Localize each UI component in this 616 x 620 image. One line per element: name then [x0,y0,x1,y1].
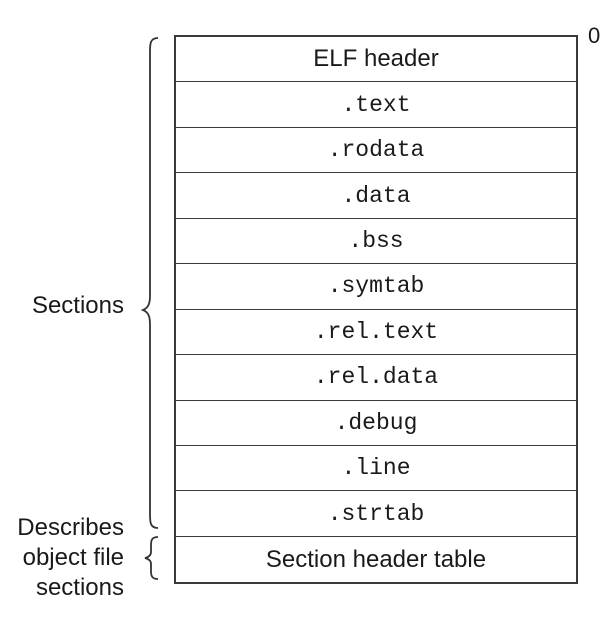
row-strtab: .strtab [176,491,576,537]
row-symtab: .symtab [176,264,576,310]
offset-zero-label: 0 [588,23,601,48]
row-bss: .bss [176,219,576,265]
row-elf-header: ELF header [176,37,576,83]
row-data: .data [176,173,576,219]
describes-line-1: Describes [17,514,124,541]
row-line: .line [176,446,576,492]
elf-layout-table: ELF header .text .rodata .data .bss .sym… [174,35,578,585]
row-rel-text: .rel.text [176,310,576,356]
describes-line-3: sections [35,574,124,601]
describes-line-2: object file [22,544,124,571]
row-debug: .debug [176,401,576,446]
row-rodata: .rodata [176,128,576,174]
sections-brace-icon [140,37,159,529]
row-section-header-table: Section header table [265,545,487,573]
describes-label: Describes object file sections [17,513,124,603]
row-text: .text [176,82,576,128]
row-rel-data: .rel.data [176,355,576,401]
describes-brace-icon [144,536,159,580]
sections-label: Sections [31,292,124,319]
